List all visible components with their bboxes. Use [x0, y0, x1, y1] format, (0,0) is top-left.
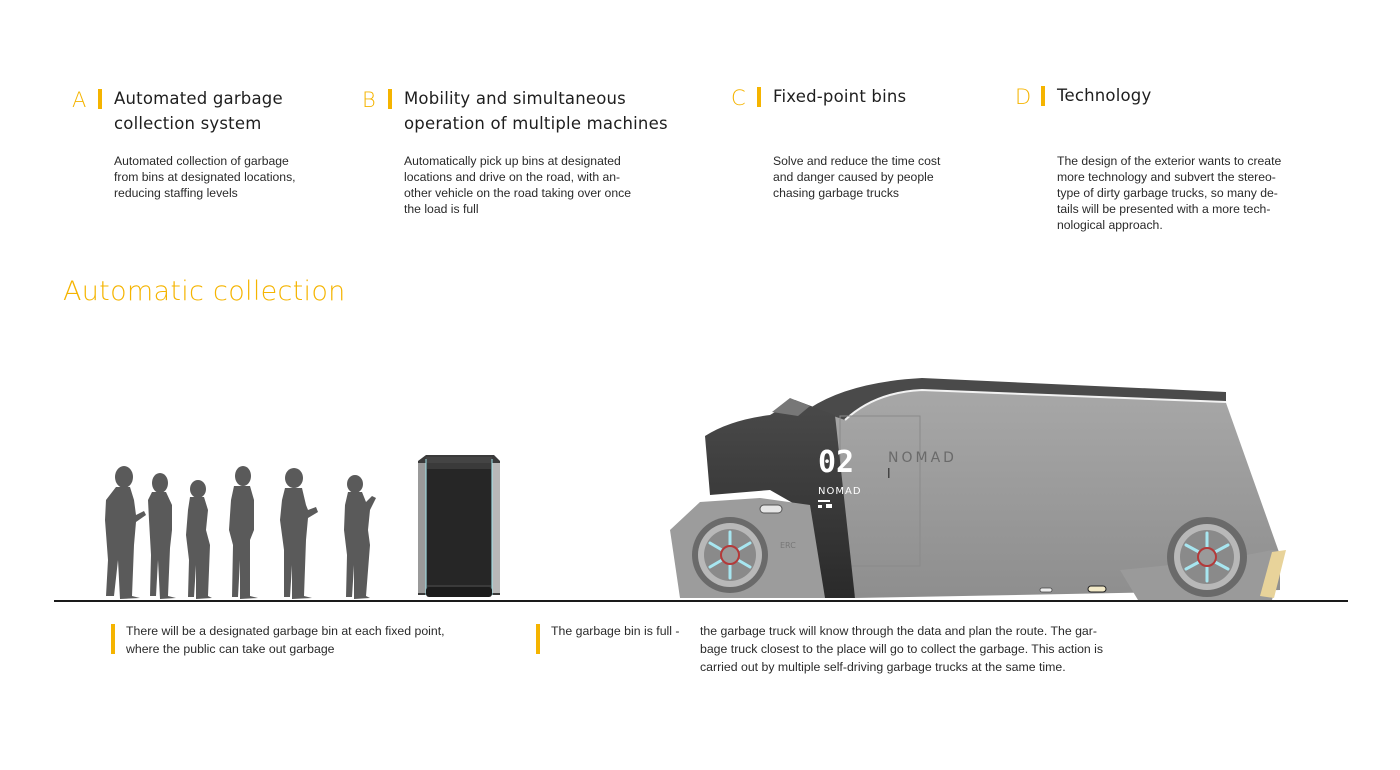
caption-accent-bar: [111, 624, 115, 654]
person-silhouette: [186, 480, 212, 599]
front-wheel: [692, 517, 768, 593]
garbage-truck: NOMAD 02 NOMAD ERC: [670, 378, 1286, 600]
truck-number: 02: [818, 445, 854, 480]
caption-bin-full-body: the garbage truck will know through the …: [700, 624, 1104, 674]
feature-letter: A: [72, 88, 87, 112]
garbage-bin: [418, 455, 500, 597]
feature-title: Automated garbage collection system: [114, 89, 283, 133]
ground-line: [54, 600, 1348, 602]
truck-brand: NOMAD: [818, 486, 862, 497]
accent-bar: [757, 87, 761, 107]
accent-bar: [388, 89, 392, 109]
feature-title: Technology: [1057, 86, 1152, 105]
bin-base: [426, 587, 492, 597]
side-badge: NOMAD: [888, 450, 957, 466]
feature-letter: B: [362, 88, 376, 112]
caption-accent-bar: [536, 624, 540, 654]
feature-description: Solve and reduce the time cost and dange…: [773, 154, 941, 200]
person-silhouette: [105, 466, 146, 599]
wheel-badge: ERC: [780, 541, 796, 550]
truck-cab: [705, 400, 855, 598]
feature-title: Mobility and simultaneous operation of m…: [404, 89, 668, 133]
person-silhouette: [148, 473, 176, 599]
accent-bar: [98, 89, 102, 109]
accent-bar: [1041, 86, 1045, 106]
feature-description: The design of the exterior wants to crea…: [1057, 154, 1282, 232]
feature-letter: D: [1015, 85, 1032, 109]
section-title: Automatic collection: [63, 276, 346, 307]
truck-body: [835, 385, 1280, 598]
caption-fixed-point-bin: There will be a designated garbage bin a…: [126, 624, 445, 656]
person-silhouette: [344, 475, 376, 599]
feature-description: Automated collection of garbage from bin…: [114, 154, 296, 200]
caption-bin-full-lead: The garbage bin is full -: [551, 624, 680, 638]
feature-description: Automatically pick up bins at designated…: [404, 154, 631, 216]
person-silhouette: [229, 466, 258, 599]
rear-wheel: [1167, 517, 1247, 597]
person-silhouette: [280, 468, 318, 599]
feature-letter: C: [731, 86, 746, 110]
feature-title: Fixed-point bins: [773, 87, 907, 106]
